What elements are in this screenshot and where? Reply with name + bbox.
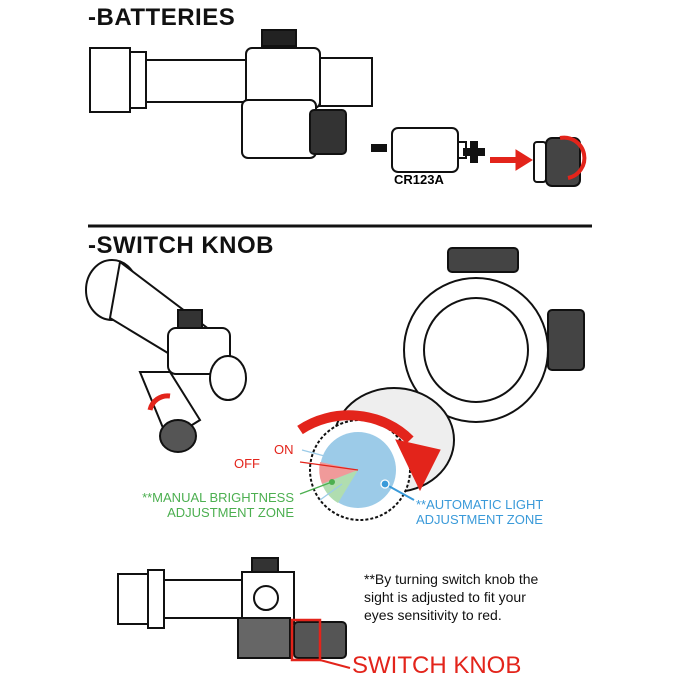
batteries-heading: -BATTERIES xyxy=(88,4,236,31)
plus-sign xyxy=(463,141,485,163)
battery-label: CR123A xyxy=(394,172,444,187)
switch-knob-highlight xyxy=(290,618,322,662)
battery-cap-icon xyxy=(533,137,581,187)
switch-knob-heading: -SWITCH KNOB xyxy=(88,232,274,259)
battery-icon xyxy=(391,127,467,173)
off-zone xyxy=(319,462,358,484)
scope-side-view xyxy=(85,259,247,453)
switch-knob-label: SWITCH KNOB xyxy=(352,652,522,679)
scope-top xyxy=(89,29,373,159)
off-label: OFF xyxy=(234,456,260,471)
manual-zone-area xyxy=(322,470,358,503)
minus-sign xyxy=(371,144,387,152)
scope-bottom xyxy=(117,557,347,659)
large-rotate-arrow-icon xyxy=(297,410,414,444)
rotate-arrow-icon xyxy=(559,135,587,180)
on-label: ON xyxy=(274,442,294,457)
